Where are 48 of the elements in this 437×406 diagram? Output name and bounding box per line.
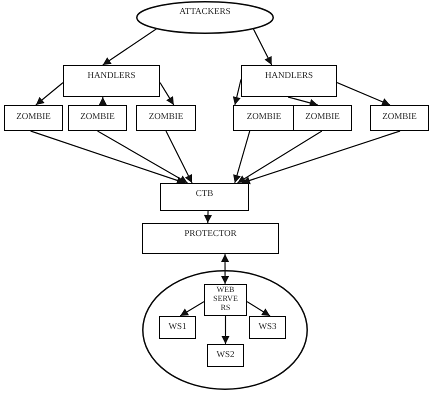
process-box [4,105,63,131]
node-label: ZOMBIE [382,112,417,122]
process-box [249,316,286,339]
arrow [97,130,188,184]
process-box [63,65,160,97]
node-label: PROTECTOR [184,229,237,239]
arrow [222,316,230,344]
node-label: ZOMBIE [246,112,282,122]
arrow [102,28,158,66]
node-label: ZOMBIE [16,112,51,122]
node-label: HANDLERS [264,71,313,81]
arrow [246,301,270,316]
arrow [30,130,186,184]
process-box [142,223,279,254]
node-label: WS1 [168,322,186,332]
process-box [160,183,249,211]
node-label: ZOMBIE [148,112,184,122]
process-box [204,284,247,316]
node-label: WS2 [216,350,234,360]
node-label: CTB [196,189,214,199]
node-label: ATTACKERS [179,7,231,17]
process-box [293,105,352,131]
node-label: ZOMBIE [80,112,115,122]
process-box [233,105,295,131]
arrow [233,130,250,184]
arrow [98,97,107,106]
process-box [136,105,196,131]
node-label: WS3 [258,322,276,332]
arrow [252,28,272,66]
arrow [204,210,212,224]
node-label: ZOMBIE [305,112,340,122]
process-box [68,105,127,131]
arrow [242,130,400,184]
arrow [165,130,193,184]
arrow [159,82,174,106]
arrow [336,82,390,106]
arrow [180,301,204,317]
process-box [370,105,429,131]
double-arrow [221,254,230,284]
process-box [207,344,244,367]
arrow [35,82,64,106]
arrow [232,79,242,106]
arrow [237,130,322,184]
node-label: HANDLERS [87,71,136,81]
process-box [241,65,337,97]
arrow [288,96,318,107]
process-box [159,316,196,339]
node-label: WEB SERVERS [212,286,239,312]
